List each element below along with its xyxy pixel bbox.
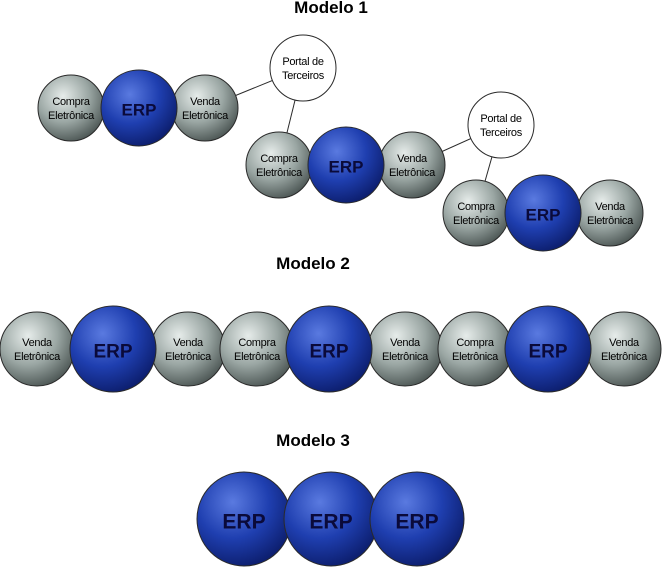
modelo2-erp-node-5-shape: [285, 305, 373, 393]
modelo1-group3-venda-node-label-line1: Venda: [595, 201, 626, 213]
modelo-3-title: Modelo 3: [276, 431, 350, 450]
modelo1-group2-erp-node-shape: [307, 126, 385, 204]
modelo2-venda-node-6-shape: [367, 311, 443, 387]
modelo2-erp-node-8-label: ERP: [528, 342, 567, 363]
modelo2-compra-node-4-shape: [219, 311, 295, 387]
modelo1-portal-1-label-line1: Portal de: [282, 56, 324, 68]
modelo3-erp-node-3-label: ERP: [395, 510, 438, 533]
modelo2-erp-node-5: ERP: [285, 305, 373, 393]
modelo1-group3-venda-node-shape: [576, 179, 644, 247]
modelo1-group2-compra-node-label-line2: Eletrônica: [256, 167, 303, 179]
modelo3-erp-node-1: ERP: [196, 471, 292, 567]
modelo2-venda-node-1-label-line2: Eletrônica: [14, 351, 61, 363]
modelo2-erp-node-2: ERP: [69, 305, 157, 393]
modelo1-group1-venda-node-shape: [171, 74, 239, 142]
modelo1-group2-venda-node-shape: [378, 131, 446, 199]
modelo2-venda-node-6-label-line2: Eletrônica: [382, 351, 429, 363]
modelo3-erp-node-2: ERP: [283, 471, 379, 567]
modelo2-venda-node-1-shape: [0, 311, 75, 387]
modelo1-group1-venda-node-label-line2: Eletrônica: [182, 110, 229, 122]
modelo1-group1-compra-node-label-line1: Compra: [52, 96, 91, 108]
modelo2-compra-node-4-label-line1: Compra: [238, 337, 277, 349]
modelo1-group3-compra-node-shape: [442, 179, 510, 247]
modelo1-group2-compra-node-shape: [245, 131, 313, 199]
modelo1-group3-compra-node-label-line1: Compra: [457, 201, 496, 213]
modelo1-portal-2-shape: [467, 91, 535, 159]
modelo3-erp-node-3: ERP: [369, 471, 465, 567]
modelo1-portal-2: Portal de Terceiros: [467, 91, 535, 159]
modelo1-group1-erp-node-label: ERP: [122, 101, 157, 120]
modelo1-group1-erp-node: ERP: [100, 69, 178, 147]
modelo2-venda-node-1-label-line1: Venda: [22, 337, 53, 349]
modelo3-erp-node-1-label: ERP: [222, 510, 265, 533]
modelo2-erp-node-8-shape: [504, 305, 592, 393]
modelo2-venda-node-9-label-line2: Eletrônica: [601, 351, 648, 363]
modelo1-group2-erp-node: ERP: [307, 126, 385, 204]
modelo1-group3-erp-node-shape: [504, 174, 582, 252]
modelo2-compra-node-4-label-line2: Eletrônica: [234, 351, 281, 363]
modelo2-compra-node-7-label-line1: Compra: [456, 337, 495, 349]
modelo1-portal-1: Portal de Terceiros: [269, 34, 337, 102]
modelo-2-title: Modelo 2: [276, 254, 350, 273]
modelo1-group3-erp-node-label: ERP: [526, 206, 561, 225]
modelo1-group1-compra-node-shape: [37, 74, 105, 142]
modelo1-portal-2-label-line2: Terceiros: [480, 127, 523, 139]
modelo3-erp-node-2-label: ERP: [309, 510, 352, 533]
modelo2-venda-node-9-shape: [586, 311, 662, 387]
modelo1-portal-2-label-line1: Portal de: [480, 113, 522, 125]
modelo1-group1-venda-node-label-line1: Venda: [190, 96, 221, 108]
modelo2-venda-node-3-shape: [150, 311, 226, 387]
modelo1-portal-1-shape: [269, 34, 337, 102]
modelo1-group3-erp-node: ERP: [504, 174, 582, 252]
modelo-1-title: Modelo 1: [294, 0, 368, 17]
modelo2-erp-node-5-label: ERP: [309, 342, 348, 363]
modelo1-group2-erp-node-label: ERP: [329, 158, 364, 177]
modelo1-portal-1-label-line2: Terceiros: [282, 70, 325, 82]
modelo2-venda-node-9-label-line1: Venda: [609, 337, 640, 349]
modelo2-venda-node-3-label-line1: Venda: [173, 337, 204, 349]
modelo1-group2-compra-node-label-line1: Compra: [260, 153, 299, 165]
modelo2-erp-node-2-shape: [69, 305, 157, 393]
modelo1-group1-compra-node-label-line2: Eletrônica: [48, 110, 95, 122]
modelo1-group3-compra-node-label-line2: Eletrônica: [453, 215, 500, 227]
modelo2-compra-node-7-label-line2: Eletrônica: [452, 351, 499, 363]
modelo2-venda-node-6-label-line1: Venda: [390, 337, 421, 349]
modelo1-group2-venda-node-label-line2: Eletrônica: [389, 167, 436, 179]
modelo2-erp-node-2-label: ERP: [93, 342, 132, 363]
modelo1-group1-erp-node-shape: [100, 69, 178, 147]
modelo2-erp-node-8: ERP: [504, 305, 592, 393]
modelo2-venda-node-3-label-line2: Eletrônica: [165, 351, 212, 363]
modelo3-erp-node-3-shape: [369, 471, 465, 567]
modelo2-compra-node-7-shape: [437, 311, 513, 387]
modelo1-group3-venda-node-label-line2: Eletrônica: [587, 215, 634, 227]
modelo1-group2-venda-node-label-line1: Venda: [397, 153, 428, 165]
